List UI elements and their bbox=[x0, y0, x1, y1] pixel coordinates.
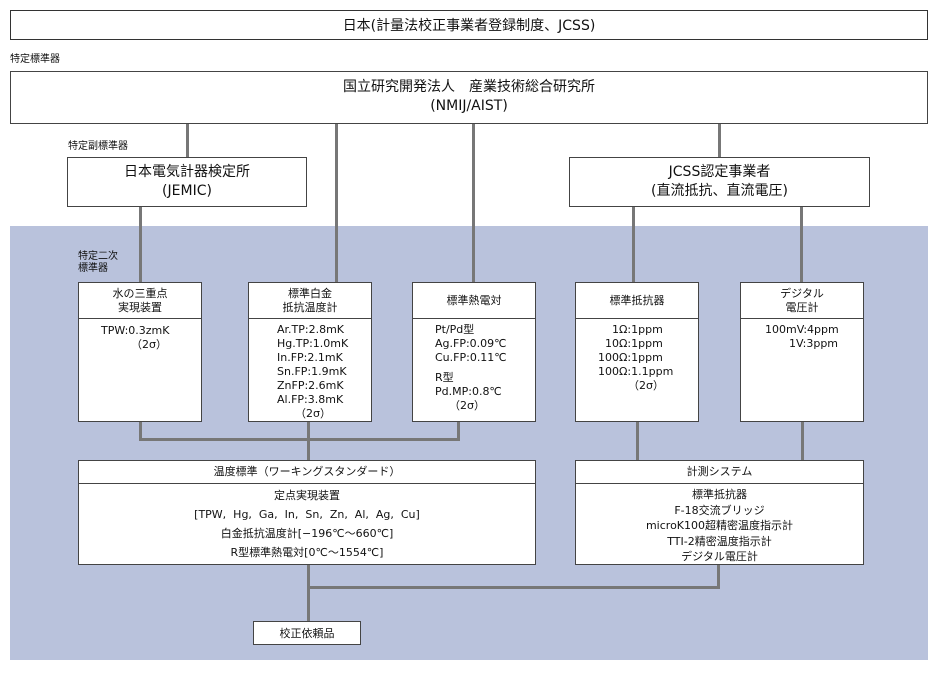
jcss-name: JCSS認定事業者 bbox=[668, 164, 771, 180]
digital-voltmeter-header: デジタル 電圧計 bbox=[741, 283, 863, 319]
connector bbox=[307, 565, 310, 621]
sprt-title-1: 標準白金 bbox=[288, 286, 332, 300]
connector bbox=[632, 207, 635, 282]
connector bbox=[800, 207, 803, 282]
connector bbox=[636, 422, 639, 460]
secondary-standard-label-line1: 特定二次 bbox=[78, 251, 118, 262]
working-standard-item: R型標準熱電対[0℃〜1554℃] bbox=[230, 546, 384, 559]
specific-sub-standard-label: 特定副標準器 bbox=[68, 141, 128, 152]
measurement-system-body: 標準抵抗器 F-18交流ブリッジ microK100超精密温度指示計 TTI-2… bbox=[576, 484, 863, 565]
water-triple-point-box: 水の三重点 実現装置 TPW:0.3zmK （2σ） bbox=[78, 282, 202, 422]
working-standard-title: 温度標準（ワーキングスタンダード） bbox=[213, 465, 401, 478]
digital-voltmeter-title-2: 電圧計 bbox=[785, 300, 819, 314]
nmij-abbr: (NMIJ/AIST) bbox=[430, 98, 508, 114]
jcss-box: JCSS認定事業者 (直流抵抗、直流電圧) bbox=[569, 157, 870, 207]
dvm-value: 1V:3ppm bbox=[789, 337, 839, 350]
standard-resistor-title: 標準抵抗器 bbox=[609, 293, 665, 307]
page-title-text: 日本(計量法校正事業者登録制度、JCSS) bbox=[342, 18, 596, 34]
measurement-system-title: 計測システム bbox=[686, 465, 753, 478]
connector bbox=[717, 565, 720, 588]
tc-sigma: （2σ） bbox=[449, 399, 485, 412]
connector bbox=[307, 586, 720, 589]
working-standard-body: 定点実現装置 [TPW, Hg, Ga, In, Sn, Zn, Al, Ag,… bbox=[79, 484, 535, 562]
resistor-sigma: （2σ） bbox=[628, 379, 664, 392]
working-standard-item: [TPW, Hg, Ga, In, Sn, Zn, Al, Ag, Cu] bbox=[194, 508, 420, 521]
calibration-item-label: 校正依頼品 bbox=[279, 627, 335, 640]
secondary-standard-label: 特定二次 標準器 bbox=[78, 251, 118, 275]
sprt-box: 標準白金 抵抗温度計 Ar.TP:2.8mK Hg.TP:1.0mK In.FP… bbox=[248, 282, 372, 422]
connector bbox=[718, 124, 721, 158]
sprt-title-2: 抵抗温度計 bbox=[282, 300, 338, 314]
digital-voltmeter-title-1: デジタル bbox=[780, 286, 824, 300]
system-item: 標準抵抗器 bbox=[692, 488, 747, 501]
sprt-value: Ar.TP:2.8mK bbox=[277, 323, 345, 336]
sprt-value: Hg.TP:1.0mK bbox=[277, 337, 349, 350]
calibration-item-box: 校正依頼品 bbox=[253, 621, 361, 645]
jemic-abbr: (JEMIC) bbox=[162, 183, 212, 199]
nmij-box: 国立研究開発法人 産業技術総合研究所 (NMIJ/AIST) bbox=[10, 71, 928, 124]
thermocouple-body: Pt/Pd型 Ag.FP:0.09℃ Cu.FP:0.11℃ R型 Pd.MP:… bbox=[413, 319, 535, 413]
sprt-value: ZnFP:2.6mK bbox=[277, 379, 344, 392]
resistor-value: 100Ω:1.1ppm bbox=[598, 365, 674, 378]
page-title: 日本(計量法校正事業者登録制度、JCSS) bbox=[10, 10, 928, 40]
standard-resistor-header: 標準抵抗器 bbox=[576, 283, 698, 319]
connector bbox=[139, 422, 142, 440]
sprt-body: Ar.TP:2.8mK Hg.TP:1.0mK In.FP:2.1mK Sn.F… bbox=[249, 319, 371, 421]
connector bbox=[801, 422, 804, 460]
system-item: デジタル電圧計 bbox=[681, 550, 758, 563]
water-triple-point-body: TPW:0.3zmK （2σ） bbox=[79, 319, 201, 352]
connector bbox=[335, 124, 338, 282]
sprt-value: Al.FP:3.8mK bbox=[277, 393, 344, 406]
nmij-name: 国立研究開発法人 産業技術総合研究所 bbox=[343, 79, 595, 95]
dvm-value: 100mV:4ppm bbox=[765, 323, 839, 336]
water-triple-point-title-2: 実現装置 bbox=[118, 300, 162, 314]
connector bbox=[139, 438, 460, 441]
specific-standard-label: 特定標準器 bbox=[10, 54, 60, 65]
connector bbox=[307, 422, 310, 440]
tc-value: Pd.MP:0.8℃ bbox=[435, 385, 502, 398]
system-item: F-18交流ブリッジ bbox=[674, 503, 765, 517]
tc-value: Cu.FP:0.11℃ bbox=[435, 351, 507, 364]
tc-value: R型 bbox=[435, 371, 454, 384]
sprt-value: Sn.FP:1.9mK bbox=[277, 365, 347, 378]
resistor-value: 1Ω:1ppm bbox=[612, 323, 663, 336]
sprt-sigma: （2σ） bbox=[295, 407, 331, 420]
connector bbox=[472, 124, 475, 282]
measurement-system-box: 計測システム 標準抵抗器 F-18交流ブリッジ microK100超精密温度指示… bbox=[575, 460, 864, 565]
water-triple-point-header: 水の三重点 実現装置 bbox=[79, 283, 201, 319]
connector bbox=[307, 438, 310, 460]
jemic-box: 日本電気計器検定所 (JEMIC) bbox=[67, 157, 307, 207]
working-standard-item: 白金抵抗温度計[−196℃〜660℃] bbox=[220, 527, 394, 540]
working-standard-header: 温度標準（ワーキングスタンダード） bbox=[79, 461, 535, 484]
working-standard-box: 温度標準（ワーキングスタンダード） 定点実現装置 [TPW, Hg, Ga, I… bbox=[78, 460, 536, 565]
system-item: microK100超精密温度指示計 bbox=[645, 519, 794, 532]
sprt-value: In.FP:2.1mK bbox=[277, 351, 343, 364]
jemic-name: 日本電気計器検定所 bbox=[124, 164, 250, 180]
water-sigma: （2σ） bbox=[131, 338, 167, 351]
water-triple-point-title-1: 水の三重点 bbox=[112, 286, 168, 300]
tc-value: Ag.FP:0.09℃ bbox=[435, 337, 507, 350]
working-standard-item: 定点実現装置 bbox=[274, 489, 340, 502]
thermocouple-box: 標準熱電対 Pt/Pd型 Ag.FP:0.09℃ Cu.FP:0.11℃ R型 … bbox=[412, 282, 536, 422]
resistor-value: 10Ω:1ppm bbox=[605, 337, 663, 350]
thermocouple-header: 標準熱電対 bbox=[413, 283, 535, 319]
secondary-standard-label-line2: 標準器 bbox=[78, 263, 108, 274]
connector bbox=[457, 422, 460, 440]
jcss-scope: (直流抵抗、直流電圧) bbox=[651, 183, 788, 199]
digital-voltmeter-box: デジタル 電圧計 100mV:4ppm 1V:3ppm bbox=[740, 282, 864, 422]
standard-resistor-box: 標準抵抗器 1Ω:1ppm 10Ω:1ppm 100Ω:1ppm 100Ω:1.… bbox=[575, 282, 699, 422]
digital-voltmeter-body: 100mV:4ppm 1V:3ppm bbox=[741, 319, 863, 351]
tpw-value: TPW:0.3zmK bbox=[101, 324, 170, 337]
resistor-value: 100Ω:1ppm bbox=[598, 351, 663, 364]
tc-value: Pt/Pd型 bbox=[435, 323, 475, 336]
thermocouple-title: 標準熱電対 bbox=[446, 293, 502, 307]
sprt-header: 標準白金 抵抗温度計 bbox=[249, 283, 371, 319]
connector bbox=[186, 124, 189, 158]
measurement-system-header: 計測システム bbox=[576, 461, 863, 484]
system-item: TTI-2精密温度指示計 bbox=[667, 534, 772, 548]
connector bbox=[139, 207, 142, 282]
standard-resistor-body: 1Ω:1ppm 10Ω:1ppm 100Ω:1ppm 100Ω:1.1ppm （… bbox=[576, 319, 698, 393]
